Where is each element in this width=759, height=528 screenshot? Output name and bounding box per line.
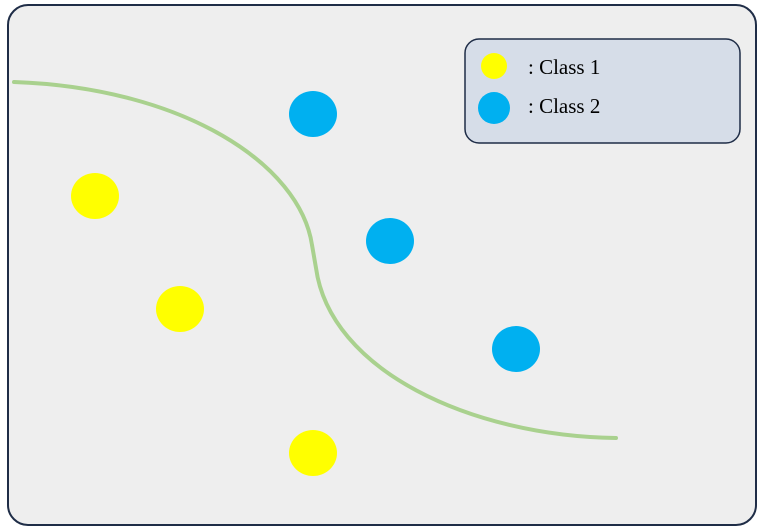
legend-marker-class2 <box>478 92 510 124</box>
class1-points <box>71 173 337 476</box>
legend-label-class1: : Class 1 <box>528 55 600 79</box>
class2-point <box>366 218 414 264</box>
class1-point <box>156 286 204 332</box>
legend-marker-class1 <box>481 53 507 79</box>
class1-point <box>71 173 119 219</box>
class2-point <box>289 91 337 137</box>
legend-label-class2: : Class 2 <box>528 94 600 118</box>
class2-points <box>289 91 540 372</box>
legend: : Class 1 : Class 2 <box>464 38 741 144</box>
class1-point <box>289 430 337 476</box>
decision-boundary <box>12 80 618 440</box>
legend-box <box>464 38 741 144</box>
class2-point <box>492 326 540 372</box>
